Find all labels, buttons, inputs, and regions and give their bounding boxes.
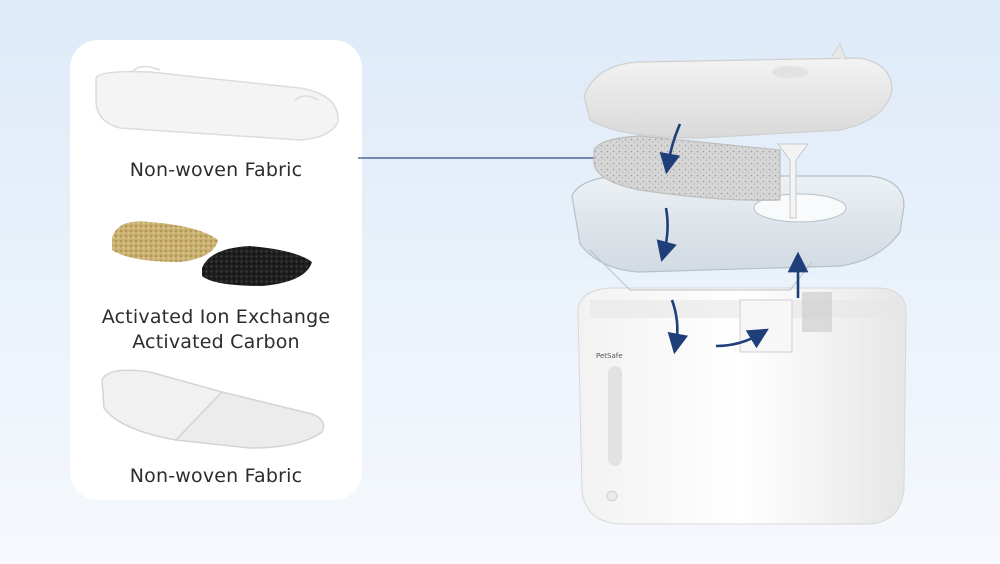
- activated-carbon-granules: [202, 246, 312, 286]
- label-text: Non-woven Fabric: [129, 465, 303, 487]
- ion-exchange-granules: [112, 221, 218, 262]
- label-text: Non-woven Fabric: [129, 159, 303, 181]
- label-line-1: Activated Ion Exchange: [101, 306, 331, 328]
- filter-cartridge: [593, 135, 781, 201]
- water-level-window: [608, 366, 622, 466]
- water-flow-arrows: [656, 123, 809, 355]
- label-ion-exchange-carbon: Activated Ion Exchange Activated Carbon: [70, 305, 362, 355]
- fountain-base: PetSafe: [577, 287, 907, 525]
- lid: [583, 42, 893, 139]
- label-line-2: Activated Carbon: [132, 331, 300, 353]
- non-woven-fabric-pad-bottom: [101, 369, 325, 449]
- transparent-tray: [571, 175, 905, 291]
- label-non-woven-fabric-top: Non-woven Fabric: [70, 158, 362, 183]
- label-non-woven-fabric-bottom: Non-woven Fabric: [70, 464, 362, 489]
- non-woven-fabric-pad-top: [95, 65, 339, 141]
- pump: [739, 299, 793, 353]
- spout: [777, 143, 809, 219]
- brand-mark: PetSafe: [596, 352, 623, 360]
